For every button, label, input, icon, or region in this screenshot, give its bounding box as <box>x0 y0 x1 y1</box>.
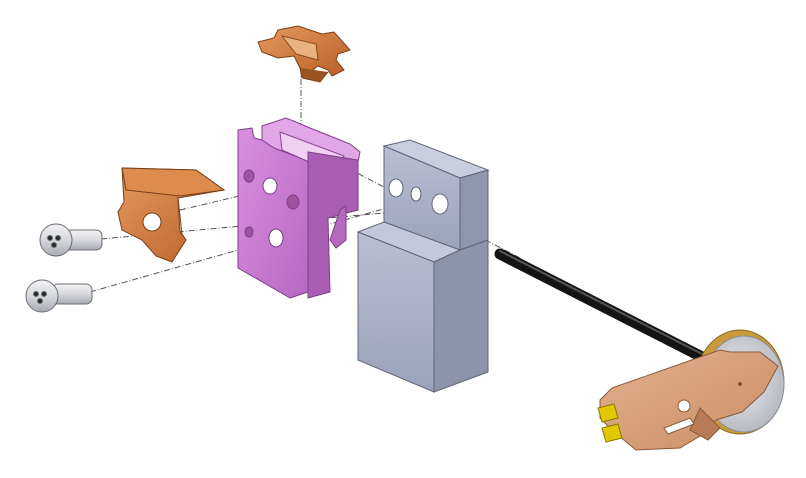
bracket-hole <box>142 212 162 232</box>
top-clip <box>257 25 351 83</box>
housing-hole-1 <box>243 169 255 183</box>
grey-block <box>356 139 490 393</box>
pink-housing <box>237 117 361 299</box>
housing-hole-4 <box>268 228 284 248</box>
block-hole-3 <box>431 193 449 215</box>
axis-line-bracket <box>179 189 266 211</box>
housing-hole-2 <box>262 177 278 195</box>
screw-upper <box>39 223 103 257</box>
bracket-clip <box>117 167 226 263</box>
housing-hole-5 <box>244 226 254 238</box>
contact-plate <box>599 349 779 451</box>
housing-hole-3 <box>286 194 300 210</box>
screw-lower <box>25 279 93 313</box>
black-rod <box>494 248 714 366</box>
block-hole-2 <box>410 186 422 202</box>
plate-hole <box>677 399 691 413</box>
block-hole-1 <box>388 178 404 198</box>
gold-pads <box>597 403 623 443</box>
